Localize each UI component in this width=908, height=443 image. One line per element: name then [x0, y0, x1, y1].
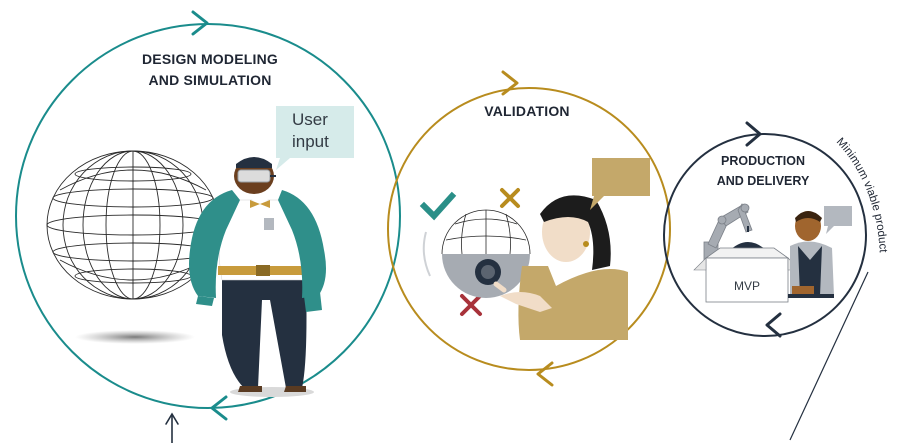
user-input-speech-bubble: User input	[276, 106, 354, 170]
check-icon	[419, 191, 457, 221]
earring-icon	[583, 241, 589, 247]
user-input-line1: User	[292, 110, 328, 129]
validation-arrow-bottom-icon	[536, 361, 554, 387]
entry-arrow-icon	[165, 412, 179, 443]
robot-arm-icon	[703, 203, 753, 261]
production-cycle-ring	[663, 133, 867, 337]
validation-arrow-top-icon	[501, 70, 519, 96]
mvp-label: MVP	[734, 279, 760, 293]
ground-shadow	[75, 330, 195, 344]
design-title-line1: DESIGN MODELING	[142, 51, 278, 67]
minimum-viable-product-label: Minimum viable product	[834, 136, 889, 254]
production-arrow-top-icon	[745, 121, 762, 147]
minimum-viable-product-path-text: Minimum viable product	[834, 136, 889, 254]
production-worker-figure	[788, 211, 834, 298]
validation-speech-bubble	[590, 158, 650, 210]
design-arrow-bottom-icon	[210, 395, 228, 421]
cross-icon	[500, 188, 520, 208]
user-input-line2: input	[292, 132, 329, 151]
validation-stage: VALIDATION	[387, 70, 671, 387]
wireframe-sphere-icon	[46, 150, 220, 300]
validation-cycle-ring	[387, 87, 671, 371]
design-title-line2: AND SIMULATION	[148, 72, 271, 88]
production-arrow-bottom-icon	[765, 312, 782, 338]
production-speech-bubble	[824, 206, 852, 234]
vr-user-figure	[189, 157, 326, 397]
prototype-sphere-icon	[422, 209, 531, 298]
design-arrow-top-icon	[191, 10, 209, 36]
annotation-leader-line	[789, 271, 869, 441]
vr-headset-icon	[237, 169, 271, 183]
mvp-box: MVP	[693, 247, 801, 303]
validator-figure	[493, 195, 628, 340]
production-title-line1: PRODUCTION	[721, 154, 805, 168]
design-stage: DESIGN MODELING AND SIMULATION	[15, 10, 401, 421]
cross-icon-red	[460, 294, 482, 316]
production-title-line2: AND DELIVERY	[717, 174, 810, 188]
validation-title: VALIDATION	[484, 103, 569, 119]
production-stage: PRODUCTION AND DELIVERY MVP	[663, 121, 867, 338]
